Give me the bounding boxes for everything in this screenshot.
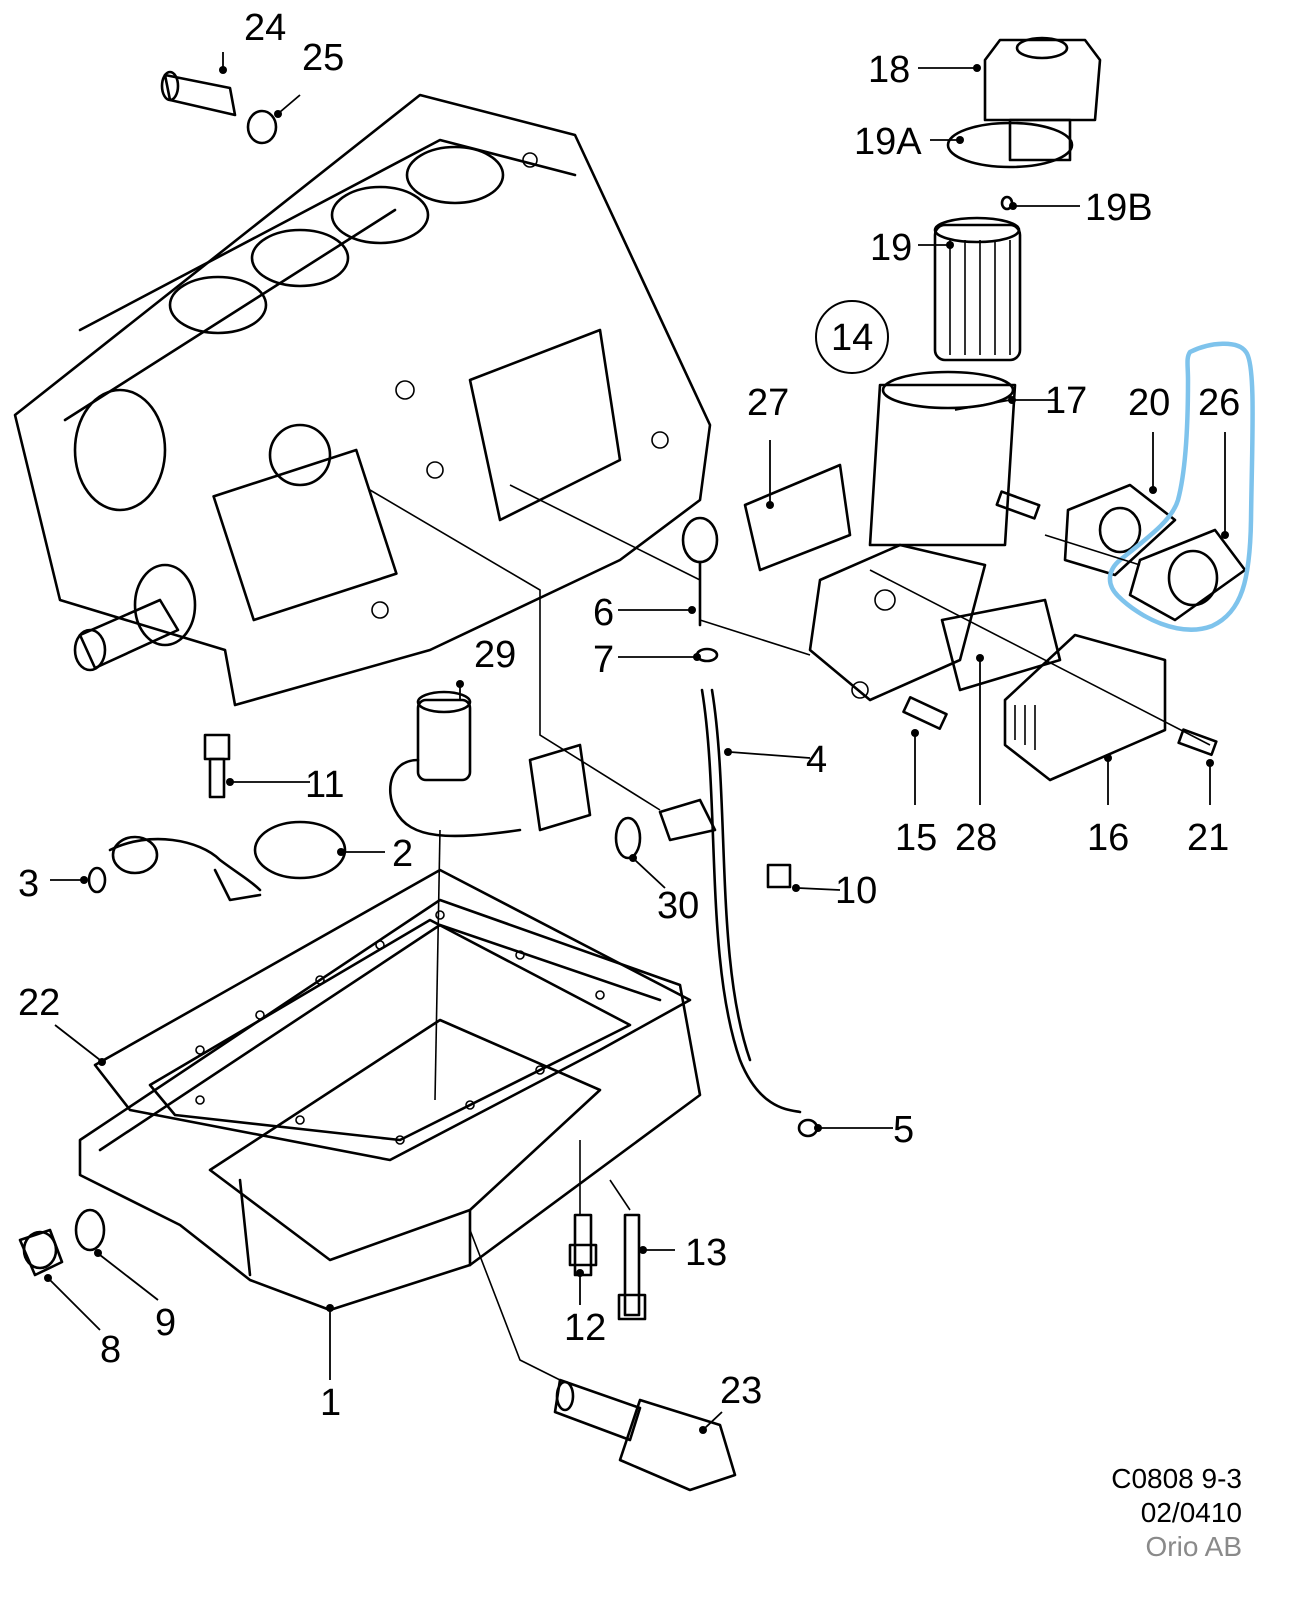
dipstick-bolt: [766, 863, 792, 889]
pressure-switch-washer: [246, 109, 278, 145]
brand-name: Orio AB: [1145, 1531, 1242, 1562]
callout-14: 14: [831, 317, 873, 359]
callout-11: 11: [305, 764, 344, 806]
oil-temperature-sensor: [553, 1378, 737, 1492]
callout-2: 2: [392, 833, 413, 875]
callout-26: 26: [1198, 382, 1240, 424]
oil-pickup-pipe: [108, 820, 347, 902]
callout-17: 17: [1045, 380, 1087, 422]
callout-19b: 19B: [1085, 187, 1153, 229]
drain-plug: [18, 1228, 64, 1277]
callout-circle-14: [815, 300, 889, 374]
oil-filter-cap: [983, 36, 1102, 162]
pan-bolt-short: [568, 1213, 598, 1277]
cooler-bolt: [1177, 728, 1218, 757]
cooler-flange: [1063, 483, 1177, 577]
callout-22: 22: [18, 982, 60, 1024]
pan-bolt-long: [617, 1213, 647, 1321]
callout-23: 23: [720, 1370, 762, 1412]
leader-arrowheads: [44, 64, 1229, 1434]
drawing-info: C0808 9-3 02/0410 Orio AB: [1111, 1462, 1242, 1564]
callout-24: 24: [244, 7, 286, 49]
oil-filter-element: [933, 216, 1022, 362]
callout-1: 1: [320, 1382, 341, 1424]
highlight-outline: [1107, 341, 1255, 632]
callout-28: 28: [955, 817, 997, 859]
callout-7: 7: [593, 639, 614, 681]
callout-4: 4: [806, 739, 827, 781]
callout-27: 27: [747, 382, 789, 424]
callout-30: 30: [657, 885, 699, 927]
drawing-date: 02/0410: [1140, 1497, 1242, 1528]
pickup-bolt: [203, 733, 231, 799]
callout-18: 18: [868, 49, 910, 91]
dipstick: [681, 516, 719, 627]
callout-20: 20: [1128, 382, 1170, 424]
callout-19a: 19A: [854, 121, 922, 163]
callout-25: 25: [302, 37, 344, 79]
flange-gasket: [1128, 528, 1247, 622]
oil-pan: [78, 898, 702, 1312]
callout-8: 8: [100, 1329, 121, 1371]
callout-29: 29: [474, 634, 516, 676]
callout-10: 10: [835, 870, 877, 912]
callout-15: 15: [895, 817, 937, 859]
callout-9: 9: [155, 1302, 176, 1344]
leader-lines: [49, 52, 1226, 1429]
callout-5: 5: [893, 1109, 914, 1151]
dipstick-tube: [658, 688, 802, 1114]
sensor-o-ring: [614, 816, 642, 860]
oil-level-sensor: [388, 690, 592, 838]
filter-housing-base: [808, 543, 987, 702]
callout-16: 16: [1087, 817, 1129, 859]
flange-bolt: [995, 490, 1041, 520]
oil-pressure-switch: [160, 70, 237, 117]
housing-bolt: [902, 695, 948, 731]
housing-gasket-right: [940, 598, 1062, 692]
oil-cooler: [1003, 633, 1167, 782]
housing-gasket-left: [743, 463, 852, 572]
callout-3: 3: [18, 863, 39, 905]
callout-6: 6: [593, 592, 614, 634]
pickup-o-ring: [87, 866, 107, 894]
drain-plug-washer: [74, 1208, 106, 1252]
oil-filter-housing: [868, 370, 1017, 547]
engine-block: [13, 93, 712, 707]
callout-12: 12: [564, 1307, 606, 1349]
filter-cap-o-ring: [946, 121, 1074, 169]
callout-19: 19: [870, 227, 912, 269]
callout-21: 21: [1187, 817, 1229, 859]
oil-pan-gasket: [93, 868, 692, 1162]
drawing-code: C0808 9-3: [1111, 1463, 1242, 1494]
callout-13: 13: [685, 1232, 727, 1274]
